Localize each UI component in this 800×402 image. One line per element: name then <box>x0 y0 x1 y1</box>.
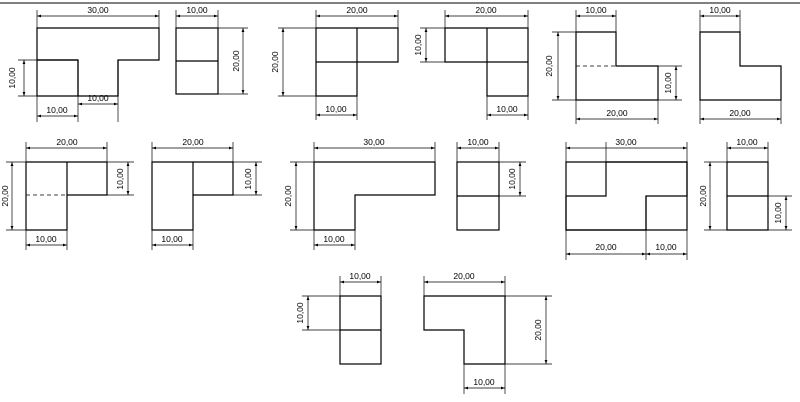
view-l-shape-a: 20,00 20,00 10,00 <box>270 5 399 120</box>
view-stepped-profile: 30,00 20,00 10,00 <box>565 137 688 260</box>
dimension-label: 10,00 <box>7 67 17 89</box>
dimension-label: 20,00 <box>475 5 497 15</box>
dimension-label: 10,00 <box>295 302 305 324</box>
dimension-label: 10,00 <box>663 72 673 94</box>
view-l-shape-b: 20,00 10,00 10,00 <box>413 5 529 120</box>
view-tall-block-b: 10,00 10,00 <box>456 137 526 231</box>
dimension-label: 30,00 <box>363 137 385 147</box>
dimension-label: 10,00 <box>496 104 518 114</box>
view-tall-block-c: 10,00 10,00 <box>295 271 382 365</box>
dimension-label: 20,00 <box>283 185 293 207</box>
view-l-shape-f: 20,00 20,00 10,00 <box>423 271 552 394</box>
dimension-label: 30,00 <box>87 5 109 15</box>
dimension-label: 20,00 <box>346 5 368 15</box>
dimension-label: 20,00 <box>595 242 617 252</box>
dimension-label: 10,00 <box>507 168 517 190</box>
view-t-shape-front: 30,00 10,00 10,00 10,00 <box>7 5 160 122</box>
dimension-label: 20,00 <box>698 185 708 207</box>
view-l-shape-hidden: 10,00 20,00 10,00 20,00 <box>544 5 682 124</box>
dimension-label: 10,00 <box>161 234 183 244</box>
dimension-label: 10,00 <box>709 5 731 15</box>
dimension-label: 10,00 <box>186 5 208 15</box>
dimension-label: 10,00 <box>349 271 371 281</box>
dimension-label: 10,00 <box>467 137 489 147</box>
dimension-label: 10,00 <box>115 168 125 190</box>
dimension-label: 30,00 <box>615 137 637 147</box>
dimension-label: 20,00 <box>533 319 543 341</box>
view-wide-l-shape: 30,00 20,00 10,00 <box>283 137 436 250</box>
dimension-label: 10,00 <box>243 168 253 190</box>
dimension-label: 10,00 <box>773 202 783 224</box>
dimension-label: 20,00 <box>729 108 751 118</box>
dimension-label: 20,00 <box>270 51 280 73</box>
dimension-label: 10,00 <box>46 105 68 115</box>
dimension-label: 20,00 <box>56 137 78 147</box>
dimension-label: 10,00 <box>323 234 345 244</box>
dimension-label: 20,00 <box>453 271 475 281</box>
view-l-shape-c: 10,00 20,00 <box>699 5 782 124</box>
view-tall-block: 10,00 20,00 <box>175 5 248 95</box>
dimension-label: 20,00 <box>606 108 628 118</box>
dimension-label: 10,00 <box>585 5 607 15</box>
dimension-label: 20,00 <box>0 185 10 207</box>
dimension-label: 20,00 <box>544 55 554 77</box>
view-l-shape-e: 20,00 10,00 10,00 <box>151 137 262 250</box>
view-block-step: 10,00 20,00 10,00 <box>698 137 792 231</box>
view-l-shape-d: 20,00 20,00 10,00 10,00 <box>0 137 134 250</box>
dimension-label: 10,00 <box>87 93 109 103</box>
dimension-label: 10,00 <box>325 104 347 114</box>
dimension-label: 10,00 <box>473 377 495 387</box>
dimension-label: 20,00 <box>231 50 241 72</box>
dimension-label: 10,00 <box>736 137 758 147</box>
dimension-label: 20,00 <box>182 137 204 147</box>
dimension-label: 10,00 <box>413 34 423 56</box>
dimension-label: 10,00 <box>655 242 677 252</box>
dimension-label: 10,00 <box>35 234 57 244</box>
